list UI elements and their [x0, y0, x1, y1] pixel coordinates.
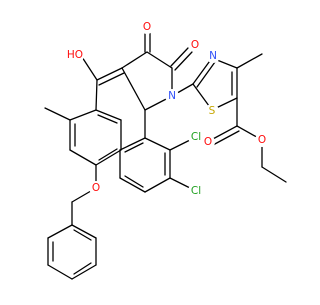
bond-ph-6 — [71, 224, 97, 239]
bond-tol-methyl — [44, 107, 71, 121]
bond-layer — [44, 31, 287, 280]
bond-imide-a — [170, 47, 189, 67]
atom-oxygen-imide-label: O — [191, 39, 199, 51]
molecule-structure: HO O O N N S Cl Cl O O O — [44, 20, 287, 280]
bond-dcp-1 — [144, 137, 171, 151]
bond-ester-co-b — [212, 130, 240, 146]
bond-dcp-4 — [119, 177, 146, 193]
atom-oxygen-ester-ether-label: O — [258, 134, 266, 146]
bond-ph-3 — [47, 264, 73, 280]
bond-ester-co-a — [210, 125, 238, 141]
atom-oxygen-ester-carbonyl-label: O — [204, 136, 212, 148]
atom-nitrogen-ring-label: N — [168, 90, 176, 102]
bg-cl-upper — [188, 129, 204, 145]
bond-ph-4 — [71, 264, 97, 280]
bond-c3-c2 — [146, 51, 173, 69]
atom-chlorine-upper-label: Cl — [191, 131, 201, 143]
bg-ho — [66, 46, 84, 64]
bond-ethyl — [261, 166, 287, 183]
bond-dcp-3 — [144, 177, 171, 193]
bond-exo-b — [98, 72, 125, 86]
bg-o-imide — [188, 38, 202, 52]
bg-o-benzyl — [89, 181, 103, 195]
atom-hydroxyl-label: HO — [67, 49, 83, 61]
bg-o-ketone — [140, 20, 154, 34]
bond-th-methyl — [236, 53, 263, 69]
bg-o-ester-co — [201, 135, 215, 149]
bg-s — [205, 104, 219, 118]
bg-n-ring — [165, 89, 179, 103]
bond-tol-4 — [95, 149, 122, 166]
bond-c1-c4 — [121, 67, 146, 111]
bond-tol-inner-3 — [97, 114, 118, 124]
bond-tol-inner-2 — [98, 148, 118, 161]
bond-c4-c3 — [121, 51, 148, 69]
bond-c-aryl — [95, 79, 98, 111]
structure-canvas: HO O O N N S Cl Cl O O O — [44, 20, 287, 280]
bond-dcp-inner-3 — [124, 142, 144, 153]
atom-labels: HO O O N N S Cl Cl O O O — [66, 20, 269, 199]
atom-oxygen-ketone-label: O — [143, 21, 151, 33]
bond-ph-inner-2 — [73, 262, 92, 275]
atom-oxygen-benzyl-ether-label: O — [92, 182, 100, 194]
bg-o-ester — [255, 133, 269, 147]
bond-tol-3 — [69, 149, 97, 166]
bond-ph-1 — [47, 224, 73, 239]
atom-sulfur-label: S — [209, 105, 216, 117]
bg-cl-lower — [188, 183, 204, 199]
atom-chlorine-lower-label: Cl — [191, 185, 201, 197]
bond-c-cl-upper — [169, 139, 191, 151]
bond-tol-1 — [69, 109, 97, 121]
bond-tol-6 — [95, 109, 122, 121]
bond-exo-a — [96, 67, 123, 81]
bond-ph-inner-3 — [73, 229, 92, 241]
bond-th-c2-n3-a — [192, 57, 213, 85]
bond-th-c2-n3-b — [196, 61, 216, 88]
bond-dcp-6 — [119, 137, 146, 151]
bond-c-cl-lower — [169, 177, 191, 189]
bond-imide-b — [174, 51, 193, 71]
bg-n-thiazole — [206, 49, 220, 63]
bond-dcp-inner-2 — [124, 175, 144, 188]
bond-c-oh — [81, 56, 98, 81]
atom-nitrogen-thiazole-label: N — [209, 50, 217, 62]
